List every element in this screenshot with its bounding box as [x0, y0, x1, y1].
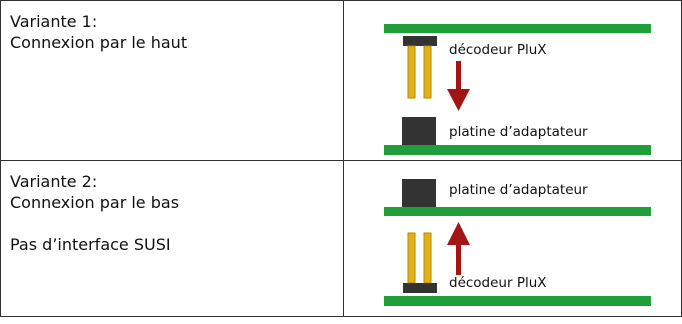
arrow-down-icon	[446, 61, 470, 111]
socket-block	[401, 179, 436, 207]
adapter-pcb-board	[383, 145, 651, 155]
variant-2-row: Variante 2: Connexion par le bas Pas d’i…	[0, 160, 682, 317]
variant-1-text-cell: Variante 1: Connexion par le haut	[0, 0, 344, 161]
pin-left	[407, 45, 416, 99]
label-decoder: décodeur PluX	[449, 275, 547, 291]
pin-right	[423, 45, 432, 99]
adapter-pcb-board	[383, 207, 651, 216]
socket-block	[401, 117, 436, 145]
decoder-pcb-board	[383, 24, 651, 33]
variant-1-title: Variante 1:	[10, 12, 98, 31]
variant-2-subtitle: Connexion par le bas	[10, 193, 180, 212]
variant-2-figure: platine d’adaptateur décodeur PluX	[383, 179, 651, 306]
pin-left	[407, 232, 416, 284]
pin-header-connector	[402, 283, 437, 293]
variants-table: Variante 1: Connexion par le haut décode…	[0, 0, 682, 317]
label-adapter: platine d’adaptateur	[449, 124, 588, 140]
variant-2-note: Pas d’interface SUSI	[10, 235, 171, 254]
arrow-up-icon	[446, 222, 470, 275]
pin-header-connector	[402, 36, 437, 46]
label-decoder: décodeur PluX	[449, 42, 547, 58]
variant-1-subtitle: Connexion par le haut	[10, 33, 188, 52]
variant-2-text-cell: Variante 2: Connexion par le bas Pas d’i…	[0, 160, 344, 317]
variant-2-figure-cell: platine d’adaptateur décodeur PluX	[342, 160, 682, 317]
decoder-pcb-board	[383, 296, 651, 306]
variant-1-row: Variante 1: Connexion par le haut décode…	[0, 0, 682, 161]
variant-2-title: Variante 2:	[10, 172, 98, 191]
variant-1-figure: décodeur PluX platine d’adaptateur	[383, 24, 651, 155]
variant-1-figure-cell: décodeur PluX platine d’adaptateur	[342, 0, 682, 161]
label-adapter: platine d’adaptateur	[449, 182, 588, 198]
pin-right	[423, 232, 432, 284]
